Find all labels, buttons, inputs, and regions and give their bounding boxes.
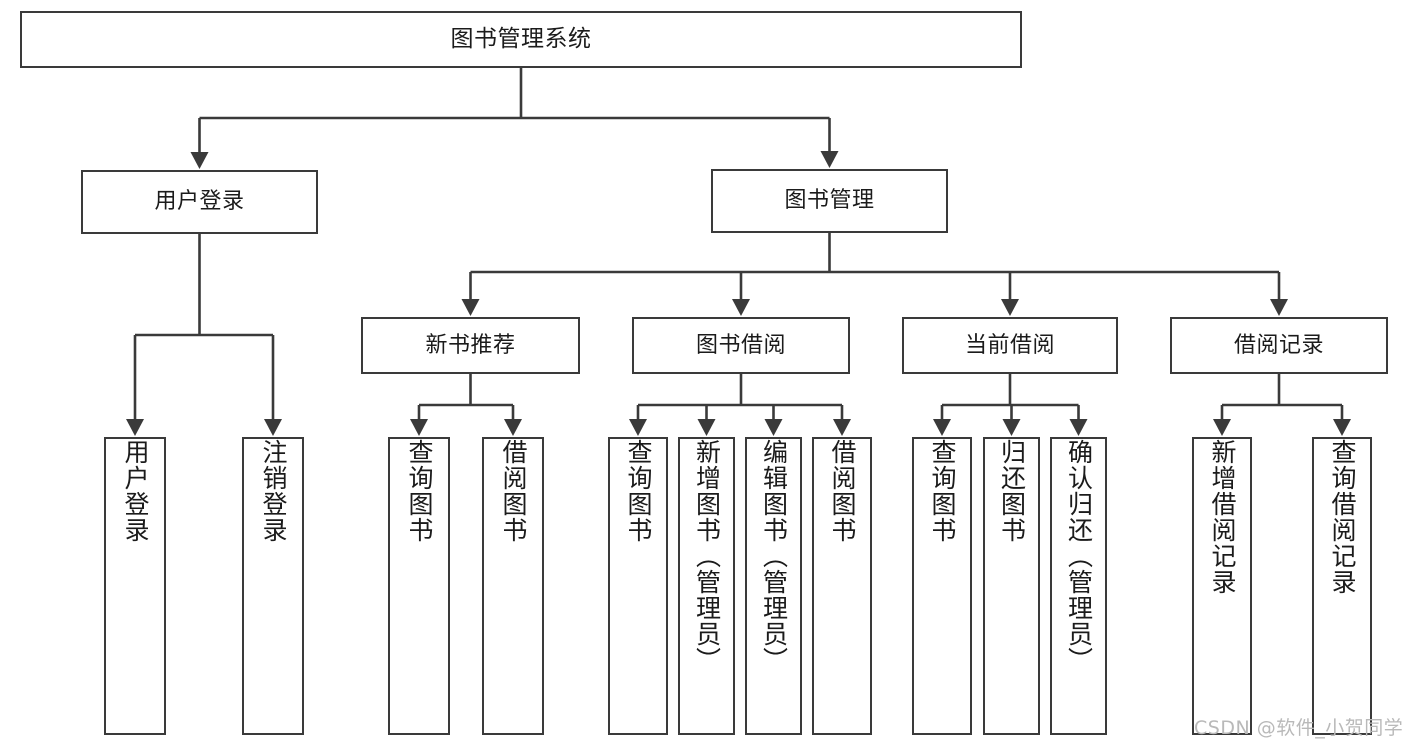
edge-book-manage-to-book-borrow-arrowhead [732,299,750,316]
node-borrow-record[interactable]: 借阅记录 [1170,317,1388,374]
node-leaf-user-login[interactable]: 用户登录 [104,437,166,735]
watermark: CSDN @软件_小贺同学 [1194,717,1404,739]
node-leaf-rec-add[interactable]: 新增借阅记录 [1192,437,1252,735]
edge-book-borrow-to-leaf-borrow-lend-arrowhead [833,419,851,436]
node-label: 编辑图书（管理员） [759,439,789,673]
node-user-login[interactable]: 用户登录 [81,170,318,234]
edge-current-borrow-to-leaf-cur-query-arrowhead [933,419,951,436]
node-label: 借阅记录 [1233,332,1324,358]
edge-root-to-book-manage-arrowhead [820,151,839,168]
node-label: 查询图书 [624,439,653,543]
node-label: 查询图书 [928,439,957,543]
node-label: 新增借阅记录 [1208,439,1237,595]
edge-book-manage-to-borrow-record-arrowhead [1270,299,1288,316]
node-leaf-borrow-lend[interactable]: 借阅图书 [812,437,872,735]
node-label: 图书借阅 [695,332,786,358]
node-label: 用户登录 [121,439,150,543]
node-leaf-rec-query[interactable]: 查询图书 [388,437,450,735]
edge-user-login-to-leaf-user-logout-arrowhead [264,419,282,436]
node-label: 借阅图书 [499,439,528,543]
node-label: 新书推荐 [425,332,516,358]
edge-borrow-record-to-leaf-rec-add-arrowhead [1213,419,1231,436]
node-leaf-cur-return[interactable]: 归还图书 [983,437,1040,735]
node-leaf-user-logout[interactable]: 注销登录 [242,437,304,735]
edge-new-book-rec-to-leaf-rec-query-arrowhead [410,419,428,436]
edge-user-login-to-leaf-user-login-arrowhead [126,419,144,436]
node-leaf-rec-borrow[interactable]: 借阅图书 [482,437,544,735]
node-book-borrow[interactable]: 图书借阅 [632,317,850,374]
node-label: 用户登录 [154,189,245,214]
edge-book-borrow-to-leaf-borrow-edit-arrowhead [764,419,783,436]
edge-book-manage-to-new-book-rec-arrowhead [461,299,480,316]
node-leaf-cur-confirm[interactable]: 确认归还（管理员） [1050,437,1107,735]
node-label: 归还图书 [997,439,1027,543]
edge-borrow-record-to-leaf-rec-search-arrowhead [1333,419,1351,436]
edge-book-borrow-to-leaf-borrow-add-arrowhead [697,419,716,436]
node-root[interactable]: 图书管理系统 [20,11,1022,68]
node-book-manage[interactable]: 图书管理 [711,169,948,233]
edge-book-manage-to-current-borrow-arrowhead [1001,299,1019,316]
node-label: 新增图书（管理员） [692,439,722,673]
node-label: 图书管理 [784,188,875,213]
edge-root-to-user-login-arrowhead [190,152,209,169]
node-label: 确认归还（管理员） [1064,439,1094,673]
node-leaf-borrow-add[interactable]: 新增图书（管理员） [678,437,735,735]
node-label: 图书管理系统 [450,26,592,52]
node-current-borrow[interactable]: 当前借阅 [902,317,1118,374]
node-leaf-borrow-edit[interactable]: 编辑图书（管理员） [745,437,802,735]
node-label: 查询图书 [405,439,434,543]
node-leaf-cur-query[interactable]: 查询图书 [912,437,972,735]
edge-current-borrow-to-leaf-cur-return-arrowhead [1002,419,1021,436]
node-label: 当前借阅 [964,332,1055,358]
edge-current-borrow-to-leaf-cur-confirm-arrowhead [1069,419,1088,436]
node-label: 注销登录 [259,439,288,543]
node-label: 借阅图书 [828,439,857,543]
node-leaf-borrow-query[interactable]: 查询图书 [608,437,668,735]
edge-book-borrow-to-leaf-borrow-query-arrowhead [629,419,647,436]
node-label: 查询借阅记录 [1328,439,1357,595]
edge-new-book-rec-to-leaf-rec-borrow-arrowhead [504,419,522,436]
node-new-book-rec[interactable]: 新书推荐 [361,317,580,374]
node-leaf-rec-search[interactable]: 查询借阅记录 [1312,437,1372,735]
